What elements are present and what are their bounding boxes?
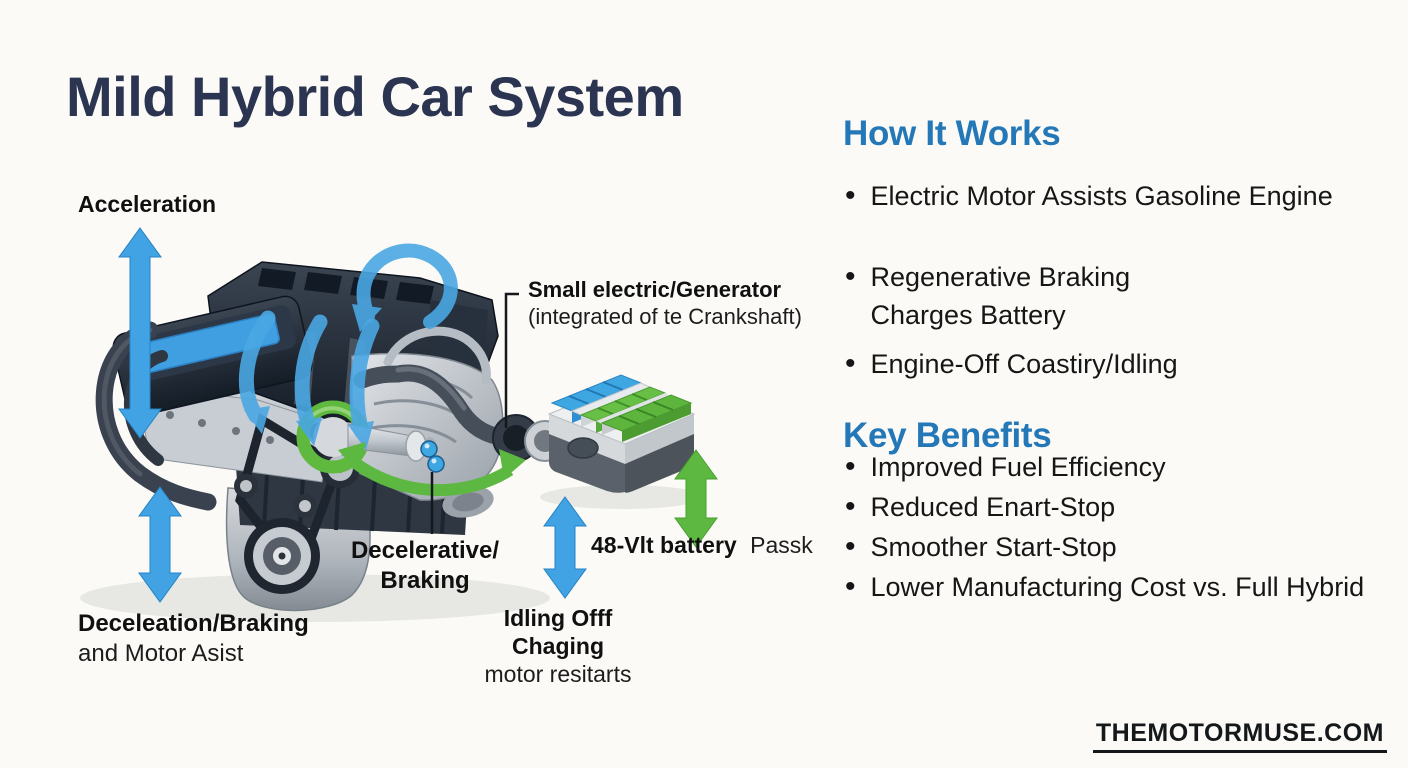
bullet-line: Lower Manufacturing Cost vs. Full Hybrid <box>870 572 1365 602</box>
label-small-electric-generator: Small electric/Generator (integrated of … <box>528 276 802 330</box>
label-line: 48-Vlt battery <box>591 532 737 558</box>
acceleration-double-arrow-blue <box>118 227 162 439</box>
key-benefit-item: Improved Fuel Efficiency <box>845 448 1400 486</box>
label-line: Braking <box>380 567 470 594</box>
bullet-line: Charges Battery <box>870 300 1066 330</box>
bullet-line: Regenerative Braking <box>870 262 1131 292</box>
bullet-line: Electric Motor Assists Gasoline Engine <box>870 181 1333 211</box>
how-it-works-item: Regenerative Braking Charges Battery <box>845 258 1400 334</box>
key-benefit-item: Lower Manufacturing Cost vs. Full Hybrid <box>845 568 1400 606</box>
label-line: Small electric/Generator <box>528 277 782 302</box>
generator-ring <box>296 400 437 474</box>
battery-pack-illustration <box>547 374 696 493</box>
idling-double-arrow-blue <box>543 496 587 599</box>
deceleration-double-arrow-blue <box>138 486 182 603</box>
bullet-text: Engine-Off Coastiry/Idling <box>871 345 1178 383</box>
label-decelerative-braking: Decelerative/ Braking <box>338 536 512 596</box>
airflow-sweep-arrows-blue <box>238 310 380 450</box>
how-it-works-item: Electric Motor Assists Gasoline Engine <box>845 177 1400 215</box>
label-acceleration: Acceleration <box>78 191 217 217</box>
label-line: Idling Offf <box>503 605 613 631</box>
key-benefit-item: Smoother Start-Stop <box>845 528 1400 566</box>
label-deceleration-braking: Deceleation/Braking and Motor Asist <box>78 609 309 669</box>
decelerative-indicator-dots <box>420 440 445 473</box>
label-line: motor resitarts <box>484 661 632 687</box>
footer-brand: THEMOTORMUSE.COM <box>1092 719 1387 753</box>
bullet-line: Improved Fuel Efficiency <box>870 452 1166 482</box>
label-line: (integrated of te Crankshaft) <box>528 304 802 329</box>
bullet-text: Regenerative Braking Charges Battery <box>871 258 1131 334</box>
airflow-loop-arrow-blue <box>352 243 458 332</box>
label-line: Chaging <box>512 633 604 659</box>
label-line: Deceleation/Braking <box>78 610 309 637</box>
page-title: Mild Hybrid Car System <box>66 65 684 128</box>
bullet-line: Engine-Off Coastiry/Idling <box>870 349 1178 379</box>
bullet-line: Smoother Start-Stop <box>870 532 1117 562</box>
label-idling-off-charging: Idling Offf Chaging motor resitarts <box>464 604 652 688</box>
label-line: and Motor Asist <box>78 640 244 667</box>
regen-curve-arrow-green <box>338 442 526 496</box>
label-48v-battery-pack: 48-Vlt battery Passk <box>591 531 813 559</box>
label-line: Decelerative/ <box>350 537 500 564</box>
bullet-line: Reduced Enart-Stop <box>870 492 1116 522</box>
how-it-works-heading: How It Works <box>843 114 1061 153</box>
bullet-text: Electric Motor Assists Gasoline Engine <box>871 177 1333 215</box>
label-line: Passk <box>750 532 813 558</box>
callout-lines <box>430 292 519 534</box>
how-it-works-item: Engine-Off Coastiry/Idling <box>845 345 1400 383</box>
valve-cover <box>112 295 313 417</box>
key-benefit-item: Reduced Enart-Stop <box>845 488 1400 526</box>
